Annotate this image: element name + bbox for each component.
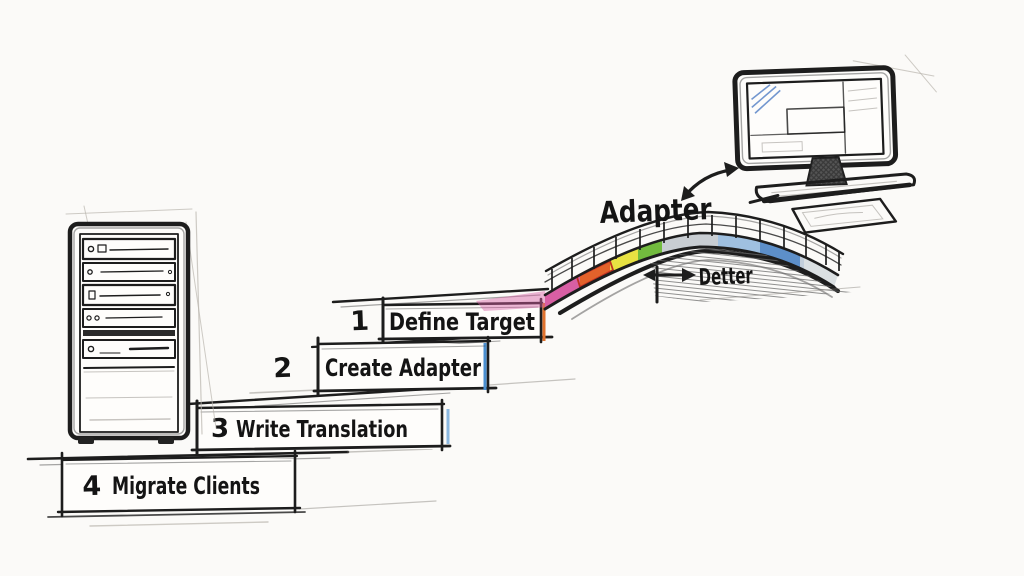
- server-tower-sketch: [65, 205, 217, 444]
- monitor-base-keyboard: [748, 172, 917, 204]
- step-1-number: 1: [350, 306, 370, 338]
- step-4: 4 Migrate Clients: [56, 449, 302, 518]
- server-construction-lines: [65, 205, 217, 435]
- ground-lines: [47, 500, 437, 527]
- staircase-sketch: 1 Define Target 2 Create Adapter 3 Write: [26, 287, 576, 527]
- detter-label: Detter: [698, 263, 753, 291]
- detter-arrowhead-right: [682, 268, 696, 282]
- step-1-label: Define Target: [389, 308, 535, 336]
- bridge-approach-road: [476, 291, 549, 311]
- adapter-monitor-arrow: [681, 162, 739, 201]
- stylus: [748, 194, 780, 204]
- monitor-sketch: [732, 54, 937, 234]
- monitor-screen: [745, 77, 885, 160]
- bridge-railing: [544, 210, 845, 283]
- step-1: 1 Define Target: [350, 296, 554, 346]
- bridge-underside-shading: [650, 249, 852, 302]
- mouse-pad-tablet: [791, 197, 898, 234]
- deck-lower-edge: [543, 245, 836, 311]
- detter-arrowhead-left: [643, 269, 655, 281]
- server-drive-bays: [81, 237, 177, 359]
- arrowhead-to-monitor: [724, 162, 739, 177]
- step-2-number: 2: [273, 353, 293, 385]
- server-separator-bar: [83, 330, 175, 336]
- detter-annotation: Detter: [643, 263, 754, 304]
- monitor-construction-lines: [852, 54, 937, 93]
- server-feet: [78, 437, 174, 444]
- arrowhead-to-label: [681, 186, 695, 201]
- deck-upper-edge: [543, 231, 840, 297]
- adapter-label-group: Adapter: [599, 192, 712, 231]
- server-cabinet: [67, 221, 191, 441]
- step-2: 2 Create Adapter: [273, 335, 498, 397]
- screen-blue-hatch: [751, 84, 781, 114]
- monitor-screen-content: [750, 81, 878, 154]
- step-4-label: Migrate Clients: [112, 472, 260, 500]
- step-3: 3 Write Translation: [190, 398, 452, 456]
- railing-posts: [551, 215, 840, 291]
- step-4-number: 4: [82, 471, 102, 502]
- adapter-label: Adapter: [599, 192, 712, 231]
- step-2-label: Create Adapter: [325, 354, 481, 382]
- server-front-panel: [83, 366, 175, 421]
- step-3-number: 3: [211, 414, 229, 444]
- step-3-label: Write Translation: [236, 417, 408, 443]
